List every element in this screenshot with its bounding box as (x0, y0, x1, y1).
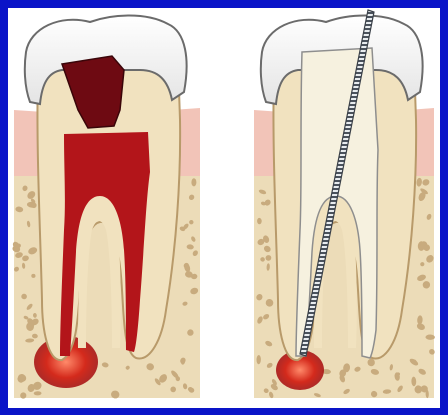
infected-tooth-panel (12, 16, 200, 400)
treated-tooth-panel (254, 10, 436, 399)
